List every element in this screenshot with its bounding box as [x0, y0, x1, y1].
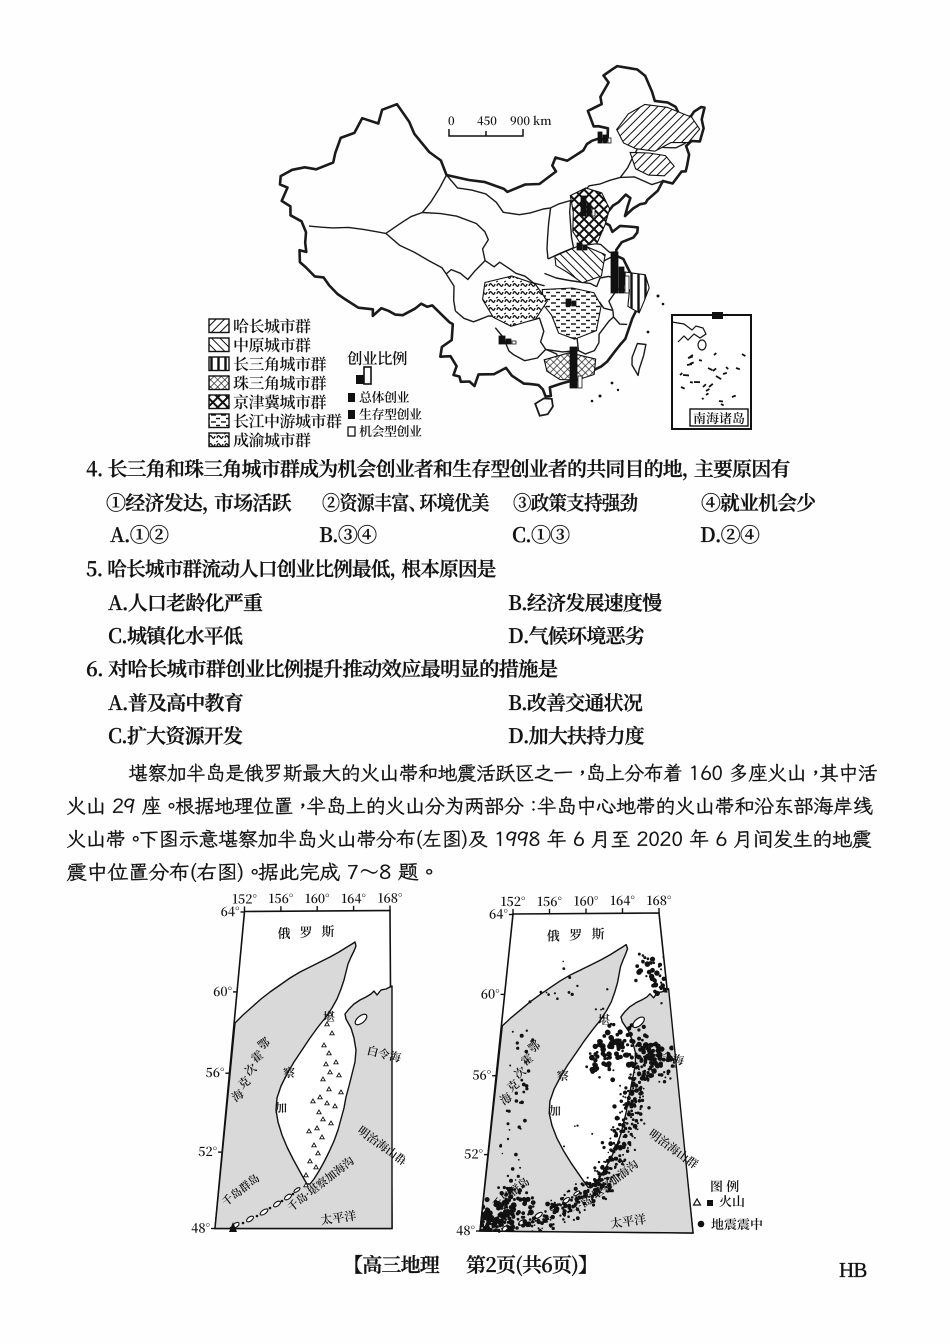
svg-text:中原城市群: 中原城市群 [233, 333, 311, 356]
svg-text:0: 0 [448, 113, 455, 129]
svg-text:珠三角城市群: 珠三角城市群 [233, 371, 327, 394]
svg-text:创业比例: 创业比例 [347, 347, 407, 369]
svg-text:罗: 罗 [299, 922, 312, 941]
svg-text:罗: 罗 [569, 925, 582, 944]
svg-text:俄: 俄 [277, 923, 291, 942]
svg-text:160°: 160° [305, 893, 330, 907]
svg-text:56°: 56° [206, 1063, 225, 1081]
svg-text:太平洋: 太平洋 [609, 1210, 647, 1232]
svg-text:152°: 152° [501, 893, 526, 910]
svg-text:成渝城市群: 成渝城市群 [233, 428, 311, 451]
svg-text:156°: 156° [537, 893, 562, 910]
svg-text:加: 加 [549, 1102, 561, 1119]
svg-text:生存型创业: 生存型创业 [359, 404, 422, 423]
svg-text:图 例: 图 例 [710, 1176, 739, 1195]
svg-text:64°: 64° [489, 905, 508, 923]
svg-text:168°: 168° [378, 893, 403, 907]
svg-text:56°: 56° [472, 1066, 491, 1084]
svg-text:长三角城市群: 长三角城市群 [233, 352, 327, 375]
svg-text:48°: 48° [191, 1219, 210, 1237]
svg-text:52°: 52° [464, 1145, 483, 1163]
svg-text:哈长城市群: 哈长城市群 [233, 314, 311, 337]
svg-text:京津冀城市群: 京津冀城市群 [233, 390, 327, 413]
svg-text:总体创业: 总体创业 [359, 387, 410, 406]
svg-text:168°: 168° [647, 893, 672, 909]
svg-text:156°: 156° [269, 893, 294, 907]
svg-text:164°: 164° [610, 893, 635, 909]
svg-text:堪: 堪 [323, 1008, 335, 1025]
svg-text:48°: 48° [456, 1221, 475, 1239]
svg-text:太平洋: 太平洋 [319, 1207, 357, 1229]
svg-text:52°: 52° [198, 1142, 217, 1160]
svg-text:火山: 火山 [719, 1191, 745, 1210]
svg-text:60°: 60° [481, 984, 500, 1002]
svg-text:164°: 164° [341, 893, 366, 907]
svg-text:长江中游城市群: 长江中游城市群 [233, 409, 342, 432]
svg-text:机会型创业: 机会型创业 [359, 421, 422, 440]
svg-text:堪: 堪 [598, 1011, 610, 1028]
svg-text:斯: 斯 [592, 924, 605, 943]
svg-text:察: 察 [557, 1067, 569, 1084]
svg-text:64°: 64° [221, 902, 240, 920]
svg-text:南海诸岛: 南海诸岛 [693, 408, 745, 427]
svg-text:60°: 60° [213, 982, 232, 1000]
svg-text:加: 加 [275, 1099, 287, 1116]
svg-text:152°: 152° [232, 893, 257, 908]
svg-text:察: 察 [283, 1064, 295, 1081]
svg-text:900 km: 900 km [510, 113, 552, 129]
svg-text:450: 450 [477, 113, 497, 129]
svg-text:160°: 160° [574, 893, 599, 910]
svg-text:俄: 俄 [547, 926, 561, 945]
svg-text:斯: 斯 [321, 921, 334, 940]
svg-text:地震震中: 地震震中 [711, 1214, 763, 1233]
